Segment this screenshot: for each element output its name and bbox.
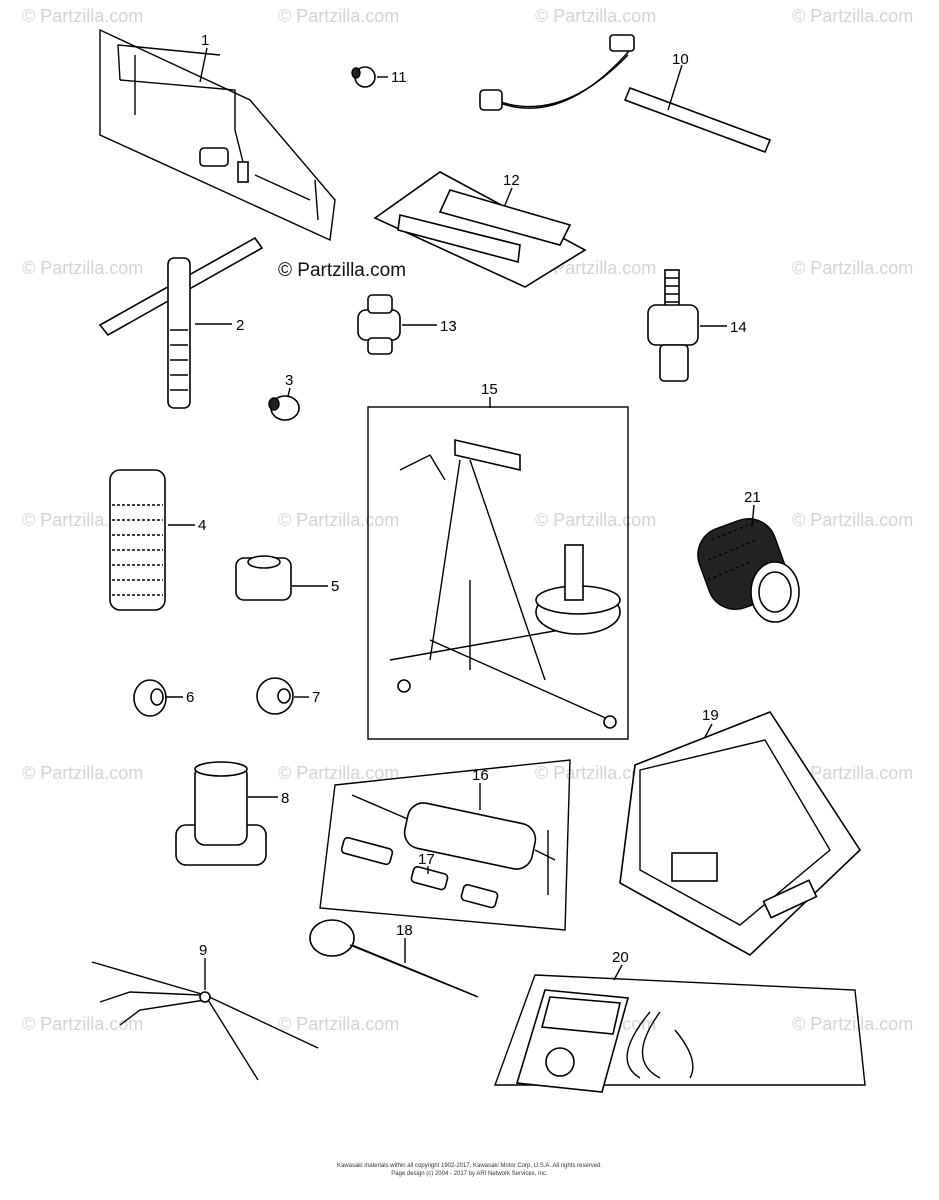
watermark-text: © Partzilla.com [535, 6, 657, 26]
callout-15: 15 [481, 381, 498, 408]
callout-label: 1 [201, 32, 209, 49]
watermark-text: © Partzilla.com [792, 763, 914, 783]
callout-label: 4 [198, 517, 206, 534]
callout-9: 9 [199, 942, 207, 990]
callout-label: 16 [472, 767, 489, 784]
watermark-text: © Partzilla.com [278, 763, 400, 783]
watermark-text: © Partzilla.com [792, 510, 914, 530]
callout-label: 20 [612, 949, 629, 966]
watermark-text: © Partzilla.com [792, 258, 914, 278]
callout-label: 3 [285, 372, 293, 389]
callout-16: 16 [472, 767, 489, 810]
callout-1: 1 [199, 32, 209, 83]
callout-10: 10 [667, 51, 689, 111]
callout-7: 7 [294, 689, 320, 706]
part-16-illustration [319, 759, 571, 931]
part-4-illustration [109, 469, 166, 611]
part-12-illustration [373, 171, 587, 288]
part-9-illustration [91, 961, 319, 1081]
callout-3: 3 [285, 372, 293, 397]
callout-12: 12 [503, 172, 520, 206]
watermark-text: © Partzilla.com [792, 1014, 914, 1034]
callout-5: 5 [292, 578, 339, 595]
callout-label: 10 [672, 51, 689, 68]
footer-page-design: Page design (c) 2004 - 2017 by ARI Netwo… [391, 1171, 548, 1177]
part-11-illustration [351, 66, 376, 88]
part-8-illustration [175, 761, 267, 866]
watermark-text: © Partzilla.com [278, 6, 400, 26]
callout-label: 8 [281, 790, 289, 807]
callout-11: 11 [377, 69, 407, 86]
watermark-text: © Partzilla.com [278, 1014, 400, 1034]
part-1-illustration [99, 28, 336, 242]
watermark-text: © Partzilla.com [535, 510, 657, 530]
callout-18: 18 [396, 922, 413, 963]
watermark-text: © Partzilla.com [22, 1014, 144, 1034]
watermark-text: © Partzilla.com [535, 763, 657, 783]
callout-20: 20 [612, 949, 629, 981]
callout-label: 9 [199, 942, 207, 959]
callout-13: 13 [402, 318, 457, 335]
brand-watermark: © Partzilla.com [278, 260, 406, 281]
callout-14: 14 [700, 319, 747, 336]
callout-label: 5 [331, 578, 339, 595]
part-6-illustration [133, 679, 167, 717]
part-7-illustration [256, 677, 294, 715]
callout-label: 14 [730, 319, 747, 336]
part-15-illustration [367, 406, 629, 740]
watermark-text: © Partzilla.com [22, 258, 144, 278]
callout-label: 19 [702, 707, 719, 724]
watermark-text: © Partzilla.com [278, 510, 400, 530]
callout-label: 21 [744, 489, 761, 506]
callout-4: 4 [168, 517, 206, 534]
part-5-illustration [235, 555, 292, 601]
callout-8: 8 [248, 790, 289, 807]
part-14-illustration [647, 269, 699, 382]
callout-label: 18 [396, 922, 413, 939]
footer-copyright: Kawasaki materials within all copyright … [336, 1163, 603, 1169]
callout-label: 15 [481, 381, 498, 398]
part-20-illustration [494, 974, 866, 1093]
callout-label: 17 [418, 851, 435, 868]
part-10-illustration [479, 34, 772, 154]
part-2-illustration [98, 236, 264, 409]
callout-6: 6 [166, 689, 194, 706]
callout-label: 12 [503, 172, 520, 189]
part-21-illustration [697, 518, 800, 623]
part-17-illustration [410, 865, 499, 909]
callout-label: 2 [236, 317, 244, 334]
watermark-text: © Partzilla.com [22, 763, 144, 783]
callout-17: 17 [418, 851, 435, 874]
callout-label: 13 [440, 318, 457, 335]
watermark-text: © Partzilla.com [792, 6, 914, 26]
callout-21: 21 [744, 489, 761, 528]
callout-label: 7 [312, 689, 320, 706]
callout-label: 6 [186, 689, 194, 706]
part-18-illustration [309, 919, 479, 998]
part-3-illustration [268, 395, 300, 421]
callout-2: 2 [195, 317, 244, 334]
part-19-illustration [619, 711, 862, 956]
callout-19: 19 [702, 707, 719, 738]
part-13-illustration [357, 294, 401, 355]
watermark-text: © Partzilla.com [22, 6, 144, 26]
callout-label: 11 [391, 69, 407, 86]
